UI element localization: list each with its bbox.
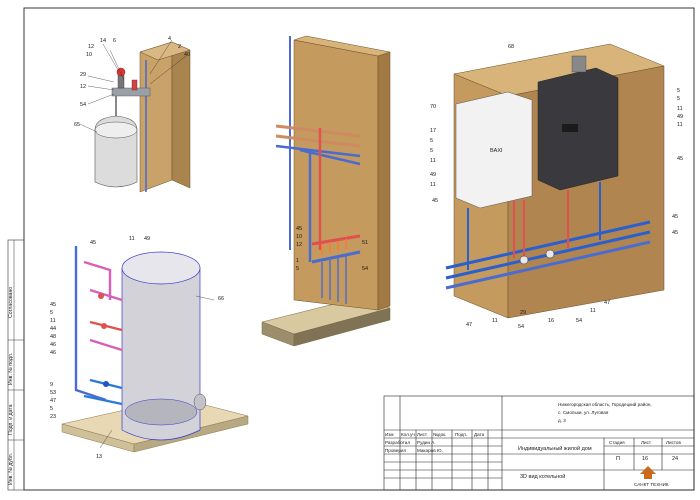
- col-header-list: Лист: [417, 432, 428, 437]
- callout: 49: [144, 236, 150, 242]
- title-block-text: Нижегородская область, Городецкий район,…: [385, 401, 681, 487]
- callout: 11: [50, 318, 56, 324]
- callout: 5: [677, 88, 680, 94]
- callout: 17: [430, 128, 436, 134]
- col-header-izm: Изм: [385, 432, 394, 437]
- project-address-line: д. 3: [558, 418, 566, 423]
- callout: 5: [296, 266, 299, 272]
- name-developer: Рудин А.: [417, 440, 436, 445]
- name-checker: Макаров Ю.: [417, 448, 443, 453]
- callout: 49: [430, 172, 436, 178]
- callout: 45: [296, 226, 302, 232]
- boiler-brand: BAXI: [490, 148, 503, 154]
- callout: 44: [50, 326, 56, 332]
- callout: 12: [80, 84, 86, 90]
- callout: 66: [218, 296, 224, 302]
- side-stamp: Согласовано Инв. № подл. Подп. и дата Ин…: [7, 239, 25, 491]
- callout: 23: [50, 414, 56, 420]
- expansion-tank-assembly: 14 12 6 4 2 10 40 29 12 54 65: [74, 36, 191, 193]
- callout: 14: [100, 38, 106, 44]
- company-logo: САНКТ ТЕХНИК: [634, 466, 669, 487]
- callout: 51: [362, 240, 368, 246]
- callout: 11: [590, 308, 596, 314]
- callout: 11: [677, 106, 683, 112]
- manifold-assembly: 45 10 12 1 5 51 54: [261, 35, 391, 347]
- callout: 5: [430, 148, 433, 154]
- sheet-name: 3D вид котельной: [520, 473, 565, 480]
- callout: 12: [88, 44, 94, 50]
- callout: 65: [74, 122, 80, 128]
- callout: 9: [50, 382, 53, 388]
- callout: 54: [576, 318, 582, 324]
- callout: 45: [50, 302, 56, 308]
- callout: 54: [362, 266, 368, 272]
- sheets-value: 24: [672, 456, 678, 462]
- callout: 47: [50, 398, 56, 404]
- inv-no-label: Инв. № подл.: [8, 353, 14, 385]
- callout: 13: [96, 454, 102, 460]
- callout: 46: [50, 342, 56, 348]
- sheets-header: Листов: [666, 440, 681, 445]
- col-header-sign: Подп.: [455, 432, 467, 437]
- callout: 45: [672, 214, 678, 220]
- col-header-kol: Кол.уч: [401, 432, 415, 437]
- project-address-line: Нижегородская область, Городецкий район,: [558, 401, 652, 407]
- sheet-value: 16: [642, 456, 648, 462]
- callout: 46: [50, 350, 56, 356]
- indirect-water-heater-assembly: 45 11 49 45 5 11 44 48 46 46 9 53 47 5 2…: [50, 236, 249, 460]
- callout: 5: [50, 310, 53, 316]
- callout: 49: [677, 114, 683, 120]
- callout: 11: [492, 318, 498, 324]
- callout: 4: [168, 36, 171, 42]
- callout: 45: [432, 198, 438, 204]
- sheet-header: Лист: [641, 440, 652, 445]
- callout: 16: [548, 318, 554, 324]
- callout: 12: [296, 242, 302, 248]
- callout: 11: [677, 122, 683, 128]
- callout: 2: [178, 44, 181, 50]
- callout: 45: [90, 240, 96, 246]
- callout: 1: [296, 258, 299, 264]
- callout: 5: [677, 96, 680, 102]
- callout: 11: [430, 158, 436, 164]
- callout: 29: [80, 72, 86, 78]
- callout: 48: [50, 334, 56, 340]
- col-header-doc: №док.: [433, 432, 446, 437]
- col-header-date: Дата: [474, 432, 485, 437]
- callout: 6: [113, 38, 116, 44]
- callout: 54: [518, 324, 524, 330]
- callout: 47: [466, 322, 472, 328]
- callout: 45: [672, 230, 678, 236]
- callout: 40: [184, 52, 190, 58]
- callout: 10: [86, 52, 92, 58]
- callout: 54: [80, 102, 86, 108]
- callout: 68: [508, 44, 514, 50]
- callout: 53: [50, 390, 56, 396]
- callout: 5: [430, 138, 433, 144]
- wall-boilers-assembly: BAXI 68 70 17 5 5 11 49 11 45 5 5 11 49 …: [430, 43, 683, 330]
- project-address-line: с. Смольки, ул. Луговая: [558, 410, 609, 415]
- callout: 5: [50, 406, 53, 412]
- role-checker: Проверил: [385, 448, 406, 453]
- company-name: САНКТ ТЕХНИК: [634, 482, 669, 487]
- callout: 47: [604, 300, 610, 306]
- agreed-label: Согласовано: [8, 287, 14, 318]
- stage-value: П: [616, 456, 620, 462]
- role-developer: Разработал: [385, 440, 410, 445]
- callout: 70: [430, 104, 436, 110]
- title-block: [383, 395, 695, 491]
- callout: 10: [296, 234, 302, 240]
- stage-header: Стадия: [609, 440, 625, 445]
- sign-date-label: Подп. и дата: [8, 404, 14, 435]
- callout: 29: [520, 310, 526, 316]
- inv-no2-label: Инв. № дубл.: [8, 453, 14, 485]
- callout: 11: [129, 236, 135, 242]
- callout: 45: [677, 156, 683, 162]
- callout: 11: [430, 182, 436, 188]
- object-name: Индивидуальный жилой дом: [518, 445, 592, 452]
